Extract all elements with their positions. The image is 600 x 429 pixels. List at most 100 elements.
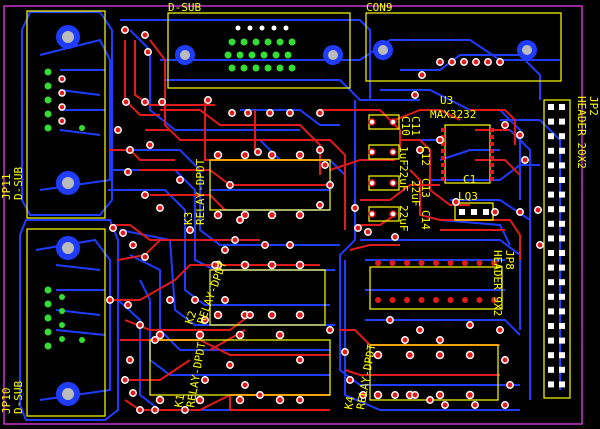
k1-label: K1 [172, 393, 187, 408]
header-20x2-pin [559, 381, 565, 388]
via [496, 326, 504, 334]
dsub-top-pin [283, 25, 289, 31]
max3232-outline [444, 124, 491, 184]
capacitor-pad [389, 118, 397, 126]
max3232-pin [441, 149, 445, 153]
via [136, 321, 144, 329]
relay-pin [267, 210, 277, 220]
jp10-pad [44, 328, 52, 336]
dsub-top-pad [260, 51, 268, 59]
header-20x2-pin [559, 366, 565, 373]
via [226, 361, 234, 369]
header-20x2-pin [548, 206, 554, 213]
via [181, 406, 189, 414]
u3-label: U3 [440, 94, 453, 107]
relay-pin [405, 350, 415, 360]
mounting-holes [56, 25, 537, 406]
via [124, 168, 132, 176]
c13-label: C13 [419, 178, 432, 198]
jp10-pad [44, 300, 52, 308]
via [231, 236, 239, 244]
via [124, 301, 132, 309]
via [501, 401, 509, 409]
via [186, 226, 194, 234]
relay-pin [295, 260, 305, 270]
via [228, 109, 236, 117]
dsub-top-pad [272, 51, 280, 59]
jp10-outline [26, 228, 106, 417]
jp11-label: JP11 [0, 174, 13, 201]
relay-pin [435, 390, 445, 400]
cap3-label: 22uF [409, 180, 422, 207]
jp8-pin [404, 260, 410, 266]
header-20x2-pin [548, 264, 554, 271]
k3-label: K3 [182, 212, 195, 225]
via [448, 58, 456, 66]
c10-label: C10 [399, 116, 412, 136]
dsub-left-bottom-label: D-SUB [12, 381, 25, 414]
max3232-pin [490, 128, 494, 132]
via [204, 96, 212, 104]
via [364, 228, 372, 236]
via [354, 224, 362, 232]
header-20x2-pin [548, 323, 554, 329]
jp8-pin [375, 297, 381, 303]
jp8-pin [476, 297, 483, 303]
via [129, 389, 137, 397]
via [191, 296, 199, 304]
cap4-label: 22uF [397, 205, 410, 232]
via [221, 296, 229, 304]
lq3-pad [459, 209, 465, 215]
dsub-top-pad [276, 38, 284, 46]
dsub-top-pad [288, 64, 296, 72]
jp2-label: JP2 [587, 96, 600, 116]
relay-pin [235, 330, 245, 340]
capacitor-pad [389, 179, 397, 187]
max3232-pin [441, 156, 445, 160]
via [471, 401, 479, 409]
via [176, 176, 184, 184]
header-20x2-pin [548, 337, 554, 344]
dsub-top-label: D-SUB [168, 1, 201, 14]
via [244, 109, 252, 117]
via [436, 136, 444, 144]
dsub-top-pin [247, 25, 253, 31]
jp11-pad [79, 125, 85, 131]
via [144, 48, 152, 56]
via [501, 356, 509, 364]
via [109, 224, 117, 232]
via [296, 396, 304, 404]
bottom-copper-traces [19, 11, 561, 421]
jp10-pad [59, 294, 65, 300]
via [534, 206, 542, 214]
dsub-top-pad [224, 51, 232, 59]
relay-k1-outline [149, 339, 331, 396]
c12-label: C12 [419, 146, 432, 166]
via [401, 336, 409, 344]
via [126, 146, 134, 154]
max3232-pin [490, 177, 494, 181]
relay-pin [267, 260, 277, 270]
dsub-top-pad [276, 64, 284, 72]
header-9x2-label: HEADER 9X2 [491, 250, 504, 316]
via [119, 229, 127, 237]
header-20x2-pin [559, 279, 565, 286]
via [296, 356, 304, 364]
relay-pin [267, 150, 277, 160]
relay-pin [240, 150, 250, 160]
jp11-pad [58, 117, 66, 125]
lq3-label: LQ3 [458, 190, 478, 203]
con9-outline [365, 12, 562, 82]
dsub-top-pad [248, 51, 256, 59]
jp8-pin [389, 297, 396, 303]
via [496, 58, 504, 66]
dsub-top-pad [240, 64, 248, 72]
dsub-top-pad [236, 51, 244, 59]
max3232-pin [490, 163, 494, 167]
dsub-top-pad [228, 38, 236, 46]
relay-pin [213, 150, 223, 160]
via [158, 98, 166, 106]
header-20x2-pin [548, 308, 554, 315]
via [261, 241, 269, 249]
